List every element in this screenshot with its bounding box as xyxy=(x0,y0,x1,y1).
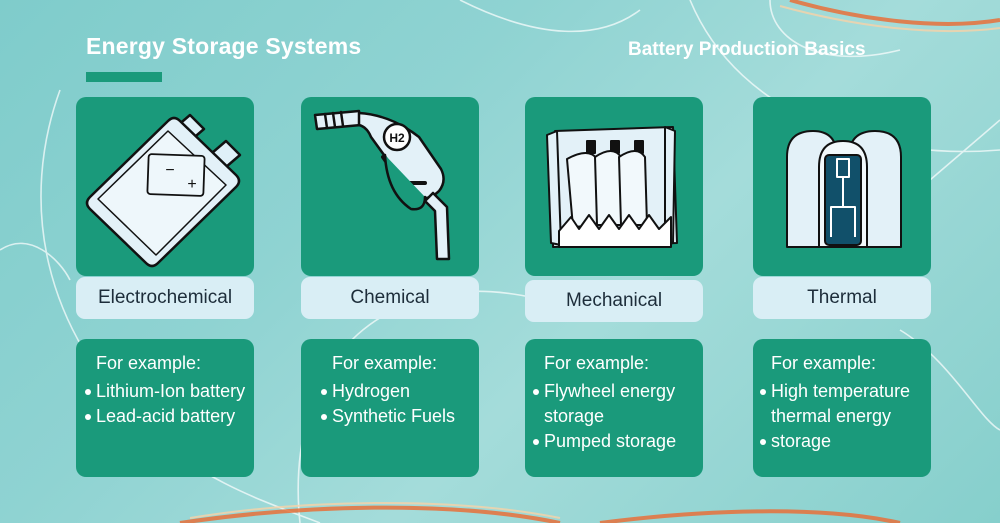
thermal-examples: For example: High temperature thermal en… xyxy=(753,339,931,477)
page-subtitle: Battery Production Basics xyxy=(628,39,866,60)
thermal-tank-icon xyxy=(786,130,902,248)
title-underline xyxy=(86,72,162,82)
list-item: High temperature thermal energy xyxy=(759,379,927,429)
chemical-examples: For example: Hydrogen Synthetic Fuels xyxy=(301,339,479,477)
chemical-icon-card: H2 xyxy=(301,97,479,276)
list-item: Lead-acid battery xyxy=(84,404,254,429)
mechanical-label: Mechanical xyxy=(525,280,703,322)
hydrogen-nozzle-icon: H2 xyxy=(313,109,451,261)
example-heading: For example: xyxy=(332,353,438,373)
list-item: Flywheel energy storage xyxy=(532,379,697,429)
mechanical-icon-card xyxy=(525,97,703,276)
electrochemical-examples: For example: Lithium-Ion battery Lead-ac… xyxy=(76,339,254,477)
mechanical-examples: For example: Flywheel energy storage Pum… xyxy=(525,339,703,477)
list-item: Lithium-Ion battery xyxy=(84,379,254,404)
example-list: Flywheel energy storage Pumped storage xyxy=(525,379,703,454)
example-list: High temperature thermal energy storage xyxy=(753,379,931,454)
chemical-label: Chemical xyxy=(301,277,479,319)
electrochemical-label: Electrochemical xyxy=(76,277,254,319)
battery-cell-icon: − + xyxy=(85,113,242,268)
pumped-storage-dam-icon xyxy=(546,126,678,248)
h2-label: H2 xyxy=(389,131,405,145)
example-heading: For example: xyxy=(544,353,650,373)
plus-mark: + xyxy=(187,176,196,193)
list-item: Synthetic Fuels xyxy=(320,404,479,429)
page-title: Energy Storage Systems xyxy=(86,33,362,59)
example-list: Lithium-Ion battery Lead-acid battery xyxy=(76,379,254,429)
example-list: Hydrogen Synthetic Fuels xyxy=(301,379,479,429)
list-item: storage xyxy=(759,429,927,454)
thermal-label: Thermal xyxy=(753,277,931,319)
example-heading: For example: xyxy=(96,353,202,373)
minus-mark: − xyxy=(165,162,174,179)
list-item: Pumped storage xyxy=(532,429,697,454)
electrochemical-icon-card: − + xyxy=(76,97,254,276)
list-item: Hydrogen xyxy=(320,379,479,404)
thermal-icon-card xyxy=(753,97,931,276)
example-heading: For example: xyxy=(771,353,877,373)
